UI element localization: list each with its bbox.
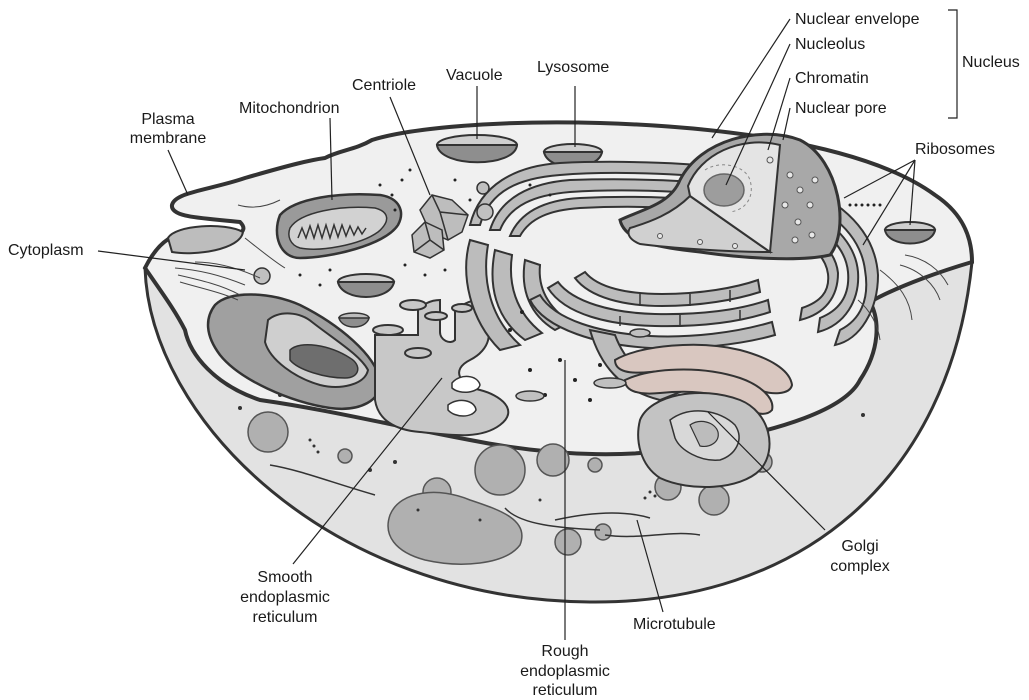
- label-smooth-er-1: Smooth: [225, 568, 345, 587]
- label-golgi-1: Golgi: [815, 537, 905, 556]
- label-smooth-er-2: endoplasmic: [225, 588, 345, 607]
- label-nuclear-pore: Nuclear pore: [795, 99, 887, 118]
- label-microtubule: Microtubule: [633, 615, 716, 634]
- label-smooth-er-3: reticulum: [225, 608, 345, 627]
- label-chromatin: Chromatin: [795, 69, 869, 88]
- label-cytoplasm: Cytoplasm: [8, 241, 84, 260]
- label-nuclear-envelope: Nuclear envelope: [795, 10, 920, 29]
- label-rough-er-3: reticulum: [505, 681, 625, 700]
- vesicle-right: [885, 222, 935, 244]
- vacuole: [437, 135, 517, 162]
- label-plasma-membrane-1: Plasma: [118, 110, 218, 129]
- nucleolus-shape: [704, 174, 744, 206]
- label-nucleolus: Nucleolus: [795, 35, 865, 54]
- label-mitochondrion: Mitochondrion: [239, 99, 340, 118]
- label-lysosome: Lysosome: [537, 58, 609, 77]
- label-rough-er-1: Rough: [505, 642, 625, 661]
- label-ribosomes: Ribosomes: [915, 140, 995, 159]
- label-centriole: Centriole: [352, 76, 416, 95]
- label-vacuole: Vacuole: [446, 66, 503, 85]
- label-rough-er-2: endoplasmic: [505, 662, 625, 681]
- label-plasma-membrane-2: membrane: [118, 129, 218, 148]
- label-golgi-2: complex: [815, 557, 905, 576]
- label-nucleus: Nucleus: [962, 53, 1020, 72]
